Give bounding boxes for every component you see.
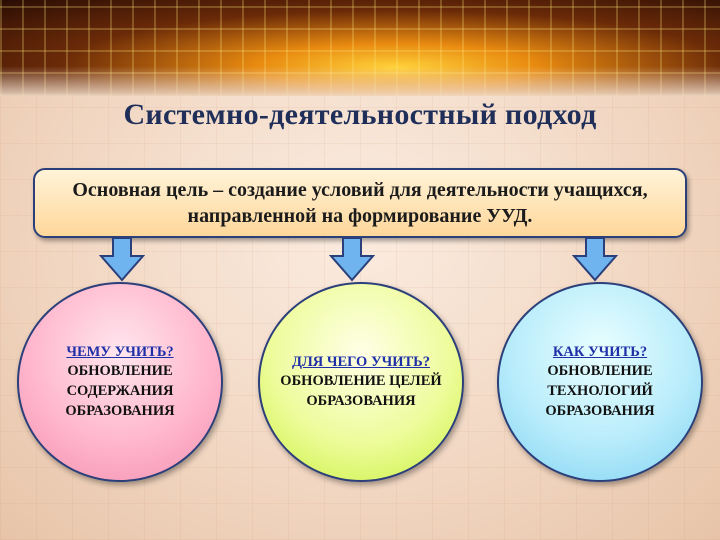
circle-answer: ОБНОВЛЕНИЕ ТЕХНОЛОГИЙ ОБРАЗОВАНИЯ (545, 363, 655, 419)
down-arrow-icon (329, 237, 375, 282)
slide-title: Системно-деятельностный подход (123, 98, 597, 131)
circle-question: КАК УЧИТЬ? (552, 343, 648, 360)
circle-answer: ОБНОВЛЕНИЕ СОДЕРЖАНИЯ ОБРАЗОВАНИЯ (65, 363, 175, 419)
circle-answer: ОБНОВЛЕНИЕ ЦЕЛЕЙ ОБРАЗОВАНИЯ (280, 373, 442, 409)
down-arrow-icon (572, 237, 618, 282)
circle-question: ЧЕМУ УЧИТЬ? (66, 343, 174, 360)
circle-question: ДЛЯ ЧЕГО УЧИТЬ? (291, 353, 431, 370)
circle-why-teach: ДЛЯ ЧЕГО УЧИТЬ? ОБНОВЛЕНИЕ ЦЕЛЕЙ ОБРАЗОВ… (258, 282, 464, 482)
header-background (0, 0, 720, 96)
down-arrow-icon (99, 237, 145, 282)
goal-box: Основная цель – создание условий для дея… (33, 168, 687, 238)
goal-text: Основная цель – создание условий для дея… (72, 179, 648, 227)
circle-what-to-teach: ЧЕМУ УЧИТЬ? ОБНОВЛЕНИЕ СОДЕРЖАНИЯ ОБРАЗО… (17, 282, 223, 482)
circle-how-to-teach: КАК УЧИТЬ? ОБНОВЛЕНИЕ ТЕХНОЛОГИЙ ОБРАЗОВ… (497, 282, 703, 482)
